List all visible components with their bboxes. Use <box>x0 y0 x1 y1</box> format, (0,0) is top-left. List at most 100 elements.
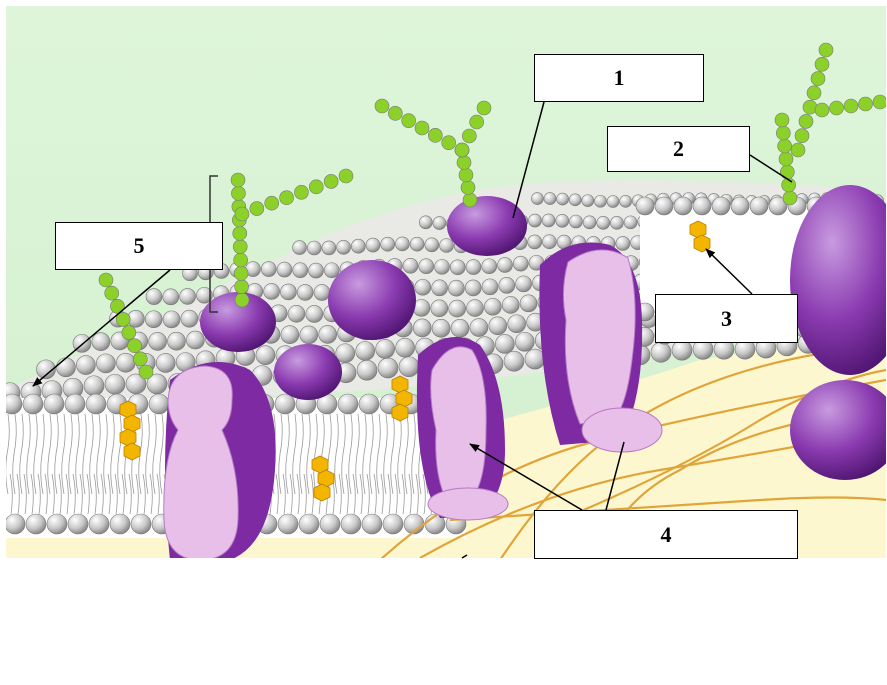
sugar-unit <box>799 114 813 128</box>
phospholipid-head <box>322 241 336 255</box>
phospholipid-head <box>288 305 305 322</box>
phospholipid-head <box>5 514 25 534</box>
phospholipid-head <box>531 193 543 205</box>
phospholipid-head <box>693 197 711 215</box>
phospholipid-head <box>131 514 151 534</box>
sugar-unit <box>235 207 249 221</box>
phospholipid-head <box>186 331 204 349</box>
label-box-3[interactable]: 3 <box>655 294 798 343</box>
sugar-unit <box>294 185 308 199</box>
sugar-unit <box>309 180 323 194</box>
sugar-unit <box>780 165 794 179</box>
sugar-unit <box>235 280 249 294</box>
label-box-2[interactable]: 2 <box>607 126 750 172</box>
phospholipid-head <box>655 197 673 215</box>
phospholipid-head <box>435 259 450 274</box>
sugar-unit <box>470 115 484 129</box>
phospholipid-head <box>636 197 654 215</box>
phospholipid-head <box>450 260 465 275</box>
phospholipid-head <box>495 334 514 353</box>
phospholipid-head <box>293 263 308 278</box>
phospholipid-head <box>337 240 351 254</box>
phospholipid-head <box>516 276 532 292</box>
sugar-unit <box>250 202 264 216</box>
phospholipid-head <box>502 296 519 313</box>
phospholipid-head <box>624 216 637 229</box>
phospholipid-head <box>146 289 162 305</box>
sugar-unit <box>461 181 475 195</box>
phospholipid-head <box>431 300 448 317</box>
phospholipid-head <box>149 394 169 414</box>
peripheral-protein <box>447 196 527 256</box>
phospholipid-head <box>2 394 22 414</box>
phospholipid-head <box>275 394 295 414</box>
phospholipid-head <box>419 259 434 274</box>
sugar-unit <box>455 143 469 157</box>
phospholipid-head <box>357 360 377 380</box>
peripheral-protein <box>274 344 342 400</box>
phospholipid-head <box>278 514 298 534</box>
phospholipid-head <box>415 279 431 295</box>
phospholipid-head <box>410 237 424 251</box>
sugar-unit <box>463 193 477 207</box>
phospholipid-head <box>180 288 196 304</box>
phospholipid-head <box>396 338 415 357</box>
phospholipid-head <box>306 305 323 322</box>
phospholipid-head <box>366 238 380 252</box>
phospholipid-head <box>264 283 280 299</box>
peripheral-protein <box>328 260 416 340</box>
phospholipid-head <box>672 340 692 360</box>
phospholipid-head <box>89 514 109 534</box>
label-text-3: 3 <box>721 306 732 332</box>
label-box-4[interactable]: 4 <box>534 510 798 559</box>
sugar-unit <box>402 114 416 128</box>
phospholipid-head <box>309 263 324 278</box>
label-text-4: 4 <box>661 522 672 548</box>
sugar-unit <box>388 106 402 120</box>
phospholipid-head <box>65 394 85 414</box>
phospholipid-head <box>750 197 768 215</box>
sugar-unit <box>477 101 491 115</box>
phospholipid-head <box>23 394 43 414</box>
phospholipid-head <box>403 258 418 273</box>
sugar-unit <box>807 86 821 100</box>
phospholipid-head <box>616 236 630 250</box>
label-text-5: 5 <box>134 233 145 259</box>
phospholipid-head <box>383 514 403 534</box>
phospholipid-head <box>105 374 125 394</box>
phospholipid-head <box>712 197 730 215</box>
label-box-5[interactable]: 5 <box>55 222 223 270</box>
phospholipid-head <box>528 235 542 249</box>
phospholipid-head <box>163 311 180 328</box>
phospholipid-head <box>482 279 498 295</box>
phospholipid-head <box>440 238 454 252</box>
sugar-unit <box>235 293 249 307</box>
sugar-unit <box>457 156 471 170</box>
phospholipid-head <box>467 300 484 317</box>
phospholipid-head <box>356 341 375 360</box>
sugar-unit <box>128 339 142 353</box>
phospholipid-head <box>149 332 167 350</box>
phospholipid-head <box>597 216 610 229</box>
phospholipid-head <box>484 298 501 315</box>
sugar-unit <box>375 99 389 113</box>
phospholipid-head <box>47 514 67 534</box>
phospholipid-head <box>156 353 175 372</box>
phospholipid-head <box>381 237 395 251</box>
phospholipid-head <box>293 241 307 255</box>
phospholipid-head <box>362 514 382 534</box>
sugar-unit <box>233 226 247 240</box>
sugar-unit <box>830 101 844 115</box>
sugar-unit <box>233 240 247 254</box>
phospholipid-head <box>351 239 365 253</box>
sugar-unit <box>779 152 793 166</box>
sugar-unit <box>339 169 353 183</box>
sugar-unit <box>791 143 805 157</box>
sugar-unit <box>428 128 442 142</box>
label-box-1[interactable]: 1 <box>534 54 704 102</box>
sugar-unit <box>133 352 147 366</box>
phospholipid-head <box>448 280 464 296</box>
sugar-unit <box>873 95 887 109</box>
phospholipid-head <box>307 241 321 255</box>
phospholipid-head <box>320 514 340 534</box>
